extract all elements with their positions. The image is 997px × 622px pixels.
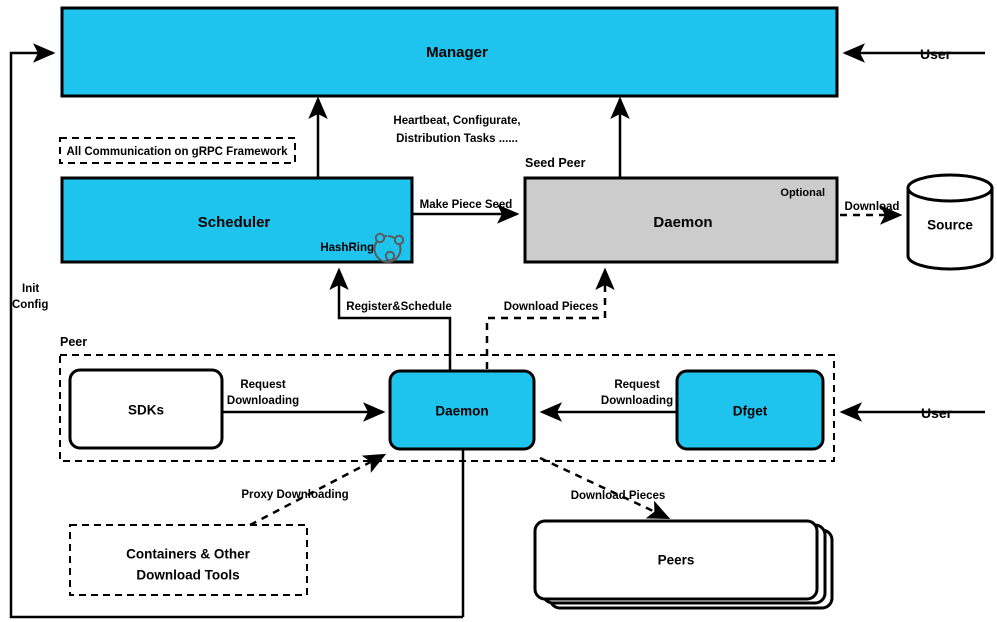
peers-label: Peers (658, 553, 695, 568)
dfget-label: Dfget (733, 404, 768, 419)
containers-label-line1: Containers & Other (126, 547, 251, 562)
sdks-box[interactable] (68, 368, 224, 450)
seed-peer-daemon-box[interactable] (523, 176, 839, 264)
dfget-request-label-line2: Downloading (601, 395, 673, 407)
dfget-box[interactable] (675, 369, 825, 451)
seed-peer-daemon-label: Daemon (653, 214, 712, 231)
make-piece-seed-label: Make Piece Seed (420, 199, 513, 211)
user-top-label: User (920, 46, 952, 62)
peers-stack[interactable] (533, 519, 834, 610)
init-config-path (9, 43, 463, 619)
source-cylinder[interactable] (906, 173, 994, 271)
source-label: Source (927, 218, 973, 233)
download-pieces-peers-label: Download Pieces (571, 490, 666, 502)
sdks-request-label-line2: Downloading (227, 395, 299, 407)
hashring-icon (373, 232, 405, 263)
containers-label-line2: Download Tools (136, 568, 239, 583)
manager-label: Manager (426, 44, 488, 61)
peer-group-box (59, 354, 835, 462)
user-peer-label: User (921, 405, 953, 421)
seed-peer-group-label: Seed Peer (525, 156, 586, 170)
manager-box[interactable] (60, 6, 839, 98)
download-pieces-seed-label: Download Pieces (504, 301, 599, 313)
download-pieces-peers-arrow (539, 456, 671, 520)
peer-daemon-label: Daemon (435, 404, 488, 419)
scheduler-label: Scheduler (198, 214, 271, 231)
grpc-note-label: All Communication on gRPC Framework (66, 146, 288, 158)
peer-group-label: Peer (60, 335, 87, 349)
containers-box[interactable] (69, 524, 308, 596)
sdks-label: SDKs (128, 403, 164, 418)
heartbeat-label-line1: Heartbeat, Configurate, (393, 115, 520, 127)
sdks-request-label-line1: Request (240, 379, 286, 391)
download-pieces-seed-path (485, 267, 615, 382)
scheduler-box[interactable] (60, 176, 414, 264)
dfget-request-label-line1: Request (614, 379, 660, 391)
heartbeat-label-line2: Distribution Tasks ...... (396, 133, 518, 145)
register-schedule-label: Register&Schedule (346, 301, 451, 313)
download-source-label: Download (845, 201, 900, 213)
seed-peer-optional-tag: Optional (780, 187, 825, 199)
proxy-downloading-label: Proxy Downloading (241, 489, 348, 501)
grpc-note-box (59, 137, 296, 164)
init-config-label-line2: Config (12, 299, 48, 311)
init-config-label-line1: Init (22, 283, 39, 295)
register-schedule-path (329, 267, 452, 382)
hashring-label: HashRing (320, 242, 374, 254)
